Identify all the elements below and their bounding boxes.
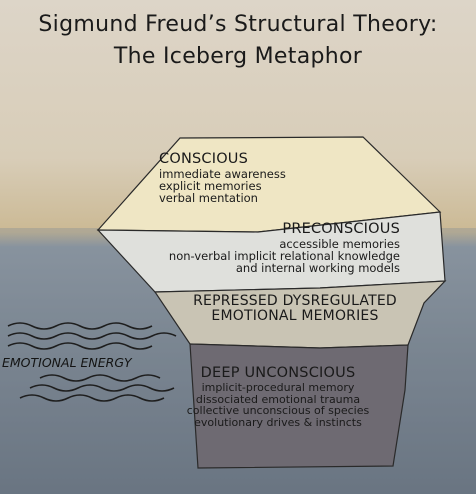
emotional-energy-label: EMOTIONAL ENERGY (2, 355, 132, 370)
conscious-line-1: immediate awareness (159, 166, 286, 181)
deep-line-4: evolutionary drives & instincts (194, 416, 362, 430)
conscious-line-3: verbal mentation (159, 191, 258, 206)
repressed-line-2: EMOTIONAL MEMORIES (211, 308, 379, 325)
deep-line-3: collective unconscious of species (186, 404, 370, 418)
deep-line-2: dissociated emotional trauma (195, 392, 361, 406)
preconscious-line-2: non-verbal implicit relational knowledge (168, 249, 400, 264)
repressed-label: REPRESSED DYSREGULATED EMOTIONAL MEMORIE… (150, 293, 440, 325)
conscious-line-2: explicit memories (159, 179, 262, 194)
preconscious-heading: PRECONSCIOUS (282, 221, 400, 237)
repressed-line-1: REPRESSED DYSREGULATED (193, 293, 397, 309)
conscious-heading: CONSCIOUS (159, 151, 249, 167)
preconscious-line-1: accessible memories (279, 236, 400, 251)
preconscious-label: PRECONSCIOUS accessible memories non-ver… (150, 221, 400, 276)
title-line-1: Sigmund Freud’s Structural Theory: (38, 12, 438, 37)
title-line-2: The Iceberg Metaphor (113, 44, 363, 69)
deep-unconscious-label: DEEP UNCONSCIOUS implicit-procedural mem… (178, 365, 378, 430)
deep-line-1: implicit-procedural memory (201, 380, 355, 394)
conscious-label: CONSCIOUS immediate awareness explicit m… (159, 151, 286, 206)
deep-heading: DEEP UNCONSCIOUS (200, 365, 356, 381)
layer-deep-unconscious (189, 343, 409, 469)
energy-waves (7, 322, 177, 402)
preconscious-line-3: and internal working models (235, 261, 400, 276)
